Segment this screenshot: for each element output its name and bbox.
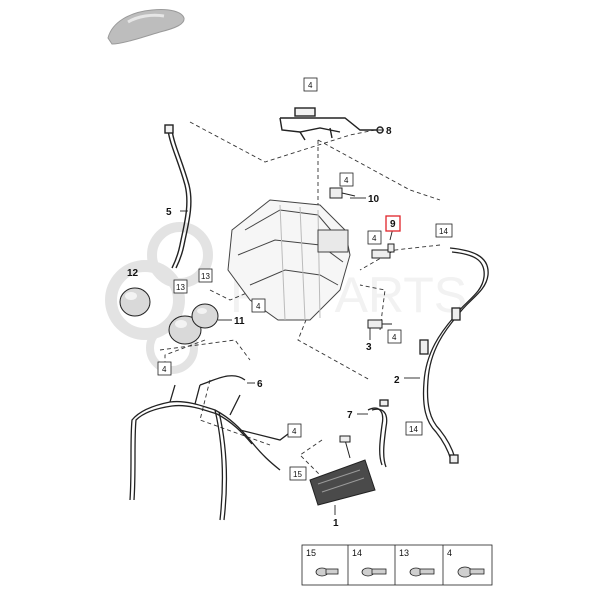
callout-labels: 1 2 3 5 6 7 8 9 10 11 12 13 13 bbox=[127, 126, 401, 529]
ref-box: 4 bbox=[387, 329, 402, 344]
callout-9: 9 bbox=[390, 219, 396, 230]
svg-text:4: 4 bbox=[344, 176, 349, 185]
callout-13-b: 13 bbox=[201, 272, 210, 281]
ref-box: 14 bbox=[435, 223, 453, 238]
legend-14: 14 bbox=[352, 548, 362, 558]
callout-11: 11 bbox=[234, 316, 245, 327]
legend-13: 13 bbox=[399, 548, 409, 558]
boxed-refs: 4 4 4 4 4 4 4 14 14 15 bbox=[157, 77, 453, 481]
svg-text:4: 4 bbox=[162, 365, 167, 374]
callout-13-a: 13 bbox=[176, 283, 185, 292]
callout-2: 2 bbox=[394, 375, 400, 386]
callout-12: 12 bbox=[127, 268, 139, 279]
ref-box: 4 bbox=[287, 423, 302, 438]
car-thumbnail bbox=[107, 9, 185, 45]
ref-box: 15 bbox=[289, 466, 307, 481]
svg-text:14: 14 bbox=[439, 227, 448, 236]
fastener-legend: 15 14 13 4 bbox=[301, 544, 493, 586]
part-1-injector-rail bbox=[309, 435, 376, 506]
callout-1: 1 bbox=[333, 518, 339, 529]
part-3-connector bbox=[367, 319, 392, 329]
svg-text:14: 14 bbox=[409, 425, 418, 434]
ref-box: 4 bbox=[157, 361, 172, 376]
ref-box: 4 bbox=[367, 230, 382, 245]
callout-8: 8 bbox=[386, 126, 392, 137]
part-7-hose bbox=[367, 399, 389, 468]
svg-text:4: 4 bbox=[372, 234, 377, 243]
part-13-canister-a bbox=[168, 315, 202, 345]
part-11-canister bbox=[191, 303, 219, 329]
bolt-14-icon bbox=[361, 567, 387, 577]
callout-9-highlight: 9 bbox=[385, 215, 401, 232]
part-10-sensor bbox=[329, 187, 356, 199]
intake-manifold bbox=[227, 199, 351, 321]
part-6-wiring-harness bbox=[129, 375, 301, 521]
ref-box: 14 bbox=[405, 421, 423, 436]
bolt-4-icon bbox=[457, 566, 485, 578]
bolt-13-icon bbox=[409, 567, 435, 577]
ref-box: 4 bbox=[303, 77, 318, 92]
bolt-15-icon bbox=[315, 567, 339, 577]
svg-text:15: 15 bbox=[293, 470, 302, 479]
svg-text:4: 4 bbox=[392, 333, 397, 342]
svg-text:4: 4 bbox=[292, 427, 297, 436]
part-2-hose bbox=[419, 247, 489, 464]
svg-text:4: 4 bbox=[256, 302, 261, 311]
callout-10: 10 bbox=[368, 194, 380, 205]
part-8-harness-bracket bbox=[279, 107, 384, 141]
callout-13a-box: 13 bbox=[173, 279, 188, 294]
callout-5: 5 bbox=[166, 207, 172, 218]
part-5-hose bbox=[164, 124, 192, 269]
ref-box: 4 bbox=[339, 172, 354, 187]
legend-15: 15 bbox=[306, 548, 316, 558]
callout-13b-box: 13 bbox=[198, 268, 213, 283]
svg-text:4: 4 bbox=[308, 81, 313, 90]
ref-box: 4 bbox=[251, 298, 266, 313]
callout-3: 3 bbox=[366, 342, 372, 353]
callout-7: 7 bbox=[347, 410, 353, 421]
part-9-sensor bbox=[371, 243, 395, 259]
part-12-canister bbox=[119, 287, 151, 317]
callout-6: 6 bbox=[257, 379, 263, 390]
legend-4: 4 bbox=[447, 548, 452, 558]
